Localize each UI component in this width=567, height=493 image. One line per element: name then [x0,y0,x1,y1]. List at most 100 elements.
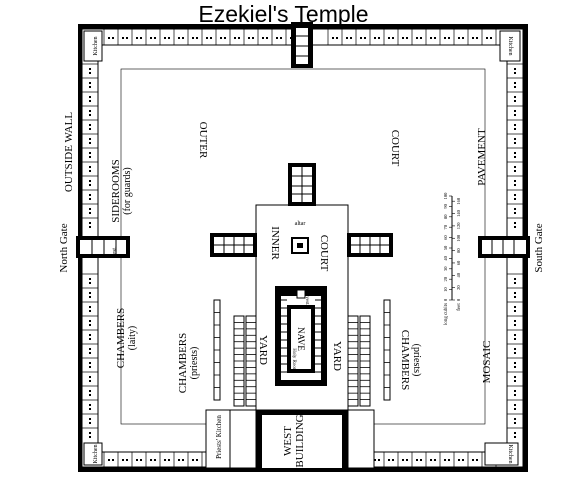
room-dot [514,138,516,140]
room-dot [514,418,516,420]
room-dot [136,37,138,39]
label-altar: altar [295,221,306,227]
room-dot [89,310,91,312]
room-dot [89,306,91,308]
room-dot [154,37,156,39]
room-dot [89,110,91,112]
scale-label-cubit: 30 [443,266,448,271]
room-dot [89,380,91,382]
room-dot [444,37,446,39]
scale-label-cubit: 50 [443,245,448,250]
room-dot [280,37,282,39]
room-dot [392,459,394,461]
room-dot [89,366,91,368]
room-dot [374,459,376,461]
room-dot [514,128,516,130]
room-dot [514,278,516,280]
room-dot [276,37,278,39]
room-dot [89,394,91,396]
south-gate-building [478,236,530,258]
room-dot [514,82,516,84]
label-chambers-priests-right: CHAMBERS [399,330,411,391]
room-dot [514,208,516,210]
label-vest-nave: vest. [304,296,309,305]
room-dot [462,459,464,461]
room-dot [122,37,124,39]
room-dot [89,156,91,158]
room-dot [514,376,516,378]
room-dot [108,459,110,461]
label-siderooms: SIDEROOMS [110,159,122,223]
room-dot [89,128,91,130]
room-dot [514,310,516,312]
room-dot [89,194,91,196]
scale-label-long-cubits: long cubits [444,303,449,325]
room-dot [364,37,366,39]
room-dot [89,170,91,172]
room-dot [430,459,432,461]
room-dot [89,408,91,410]
room-dot [89,180,91,182]
room-dot [514,282,516,284]
room-dot [458,37,460,39]
room-dot [192,37,194,39]
label-west-building-2: BUILDING [294,414,306,467]
label-laity: (laity) [127,326,138,350]
room-dot [89,418,91,420]
room-dot [514,226,516,228]
room-dot [126,459,128,461]
inner-gate-top [288,163,316,206]
room-dot [374,37,376,39]
room-dot [89,68,91,70]
room-dot [89,184,91,186]
room-dot [514,306,516,308]
room-dot [238,37,240,39]
room-dot [514,366,516,368]
room-dot [378,37,380,39]
room-dot [514,100,516,102]
inner-gate-left [210,233,257,257]
room-dot [192,459,194,461]
label-priests-right: (priests) [411,344,422,377]
room-dot [89,208,91,210]
room-dot [150,459,152,461]
label-for-guards: (for guards) [122,167,133,214]
room-dot [206,37,208,39]
room-dot [514,198,516,200]
scale-label-feet: 160 [456,197,461,205]
room-dot [514,380,516,382]
label-kitchen-bl: Kitchen [93,445,99,464]
room-dot [89,86,91,88]
room-dot [514,72,516,74]
room-dot [388,459,390,461]
room-dot [89,198,91,200]
scale-label-cubit: 60 [443,235,448,240]
room-dot [140,459,142,461]
label-mosaic: MOSAIC [481,341,493,384]
room-dot [196,37,198,39]
room-dot [406,37,408,39]
room-dot [266,37,268,39]
room-dot [514,432,516,434]
room-dot [196,459,198,461]
room-dot [89,376,91,378]
room-dot [136,459,138,461]
room-dot [514,404,516,406]
room-dot [514,292,516,294]
room-dot [490,37,492,39]
room-dot [89,390,91,392]
room-dot [154,459,156,461]
room-dot [89,324,91,326]
room-dot [234,37,236,39]
room-dot [360,37,362,39]
room-dot [430,37,432,39]
room-dot [514,296,516,298]
room-dot [89,124,91,126]
room-dot [178,459,180,461]
scale-label-cubit: 100 [443,192,448,200]
room-dot [89,226,91,228]
label-vest-north: vest. [112,246,118,258]
scale-label-feet: 60 [456,260,461,265]
label-court-outer: COURT [389,130,401,167]
label-court-inner: COURT [318,235,330,272]
